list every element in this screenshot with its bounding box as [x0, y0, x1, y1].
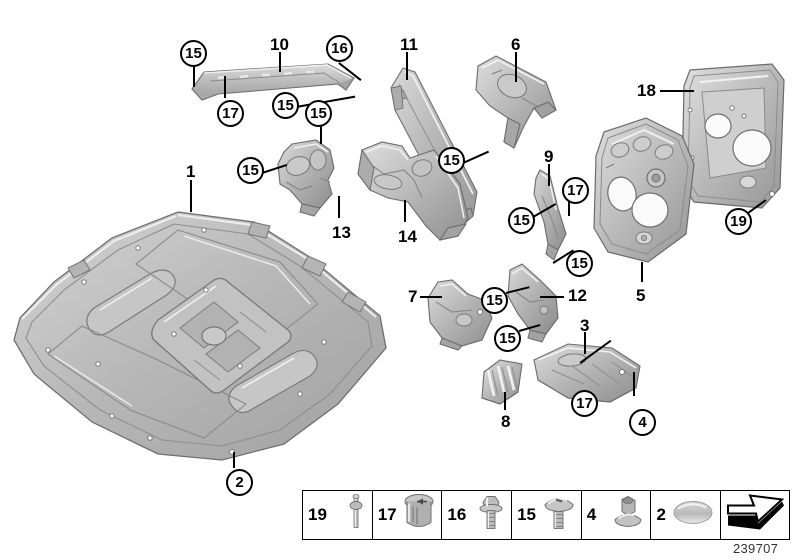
oval-cap-icon: [672, 498, 714, 533]
part-13-wheel-arch-insulation-left: [272, 138, 350, 218]
callout-15-f[interactable]: 15: [508, 207, 535, 234]
leader-2: [233, 452, 235, 468]
legend-cell-2[interactable]: 2: [651, 491, 722, 539]
callout-7[interactable]: 7: [408, 287, 418, 306]
direction-arrow-icon: [724, 492, 786, 539]
leader-4: [633, 372, 635, 396]
callout-12[interactable]: 12: [568, 286, 587, 305]
part-6-bulkhead-insulation: [468, 52, 564, 164]
legend-cell-19[interactable]: 19: [303, 491, 373, 539]
legend-number-17: 17: [377, 505, 397, 524]
legend-number-19: 19: [308, 505, 327, 524]
pan-head-screw-icon: [543, 493, 575, 538]
callout-18[interactable]: 18: [637, 81, 656, 100]
callout-15-e[interactable]: 15: [438, 147, 465, 174]
callout-16[interactable]: 16: [326, 35, 353, 62]
callout-2[interactable]: 2: [226, 469, 253, 496]
legend-number-4: 4: [586, 505, 597, 524]
callout-14[interactable]: 14: [398, 227, 417, 246]
legend-cell-17[interactable]: 17: [373, 491, 443, 539]
part-1-engine-compartment-shielding: [8, 208, 392, 470]
legend-cell-16[interactable]: 16: [442, 491, 513, 539]
callout-15-d[interactable]: 15: [237, 157, 264, 184]
leader-6: [515, 52, 517, 82]
callout-3[interactable]: 3: [580, 316, 590, 335]
leader-11: [406, 52, 408, 80]
legend-number-16: 16: [447, 505, 467, 524]
hex-bolt-icon: [477, 493, 505, 538]
leader-3: [584, 332, 586, 354]
callout-13[interactable]: 13: [332, 223, 351, 242]
callout-4[interactable]: 4: [629, 409, 656, 436]
leader-8: [504, 392, 506, 410]
callout-5[interactable]: 5: [636, 286, 646, 305]
callout-17-b[interactable]: 17: [562, 177, 589, 204]
callout-1[interactable]: 1: [186, 162, 196, 181]
part-5-firewall-insulation-inner: [586, 116, 702, 266]
callout-15-b[interactable]: 15: [272, 92, 299, 119]
leader-9: [548, 164, 550, 186]
legend-cell-direction: [721, 491, 789, 539]
part-12-engine-support-insulation-right: [500, 262, 568, 344]
callout-17-c[interactable]: 17: [571, 390, 598, 417]
callout-15-c[interactable]: 15: [305, 100, 332, 127]
leader-1: [190, 180, 192, 212]
leader-15a: [193, 67, 195, 87]
leader-13: [338, 196, 340, 218]
callout-15-i[interactable]: 15: [494, 325, 521, 352]
expanding-nut-icon: [403, 493, 435, 538]
legend-cell-15[interactable]: 15: [512, 491, 582, 539]
leader-10: [279, 52, 281, 72]
leader-18: [660, 90, 694, 92]
part-8-ribbed-insulation-block: [480, 358, 526, 406]
leader-17a: [224, 76, 226, 98]
leader-12: [540, 296, 564, 298]
callout-19[interactable]: 19: [725, 208, 752, 235]
legend-number-2: 2: [656, 505, 666, 524]
callout-11[interactable]: 11: [400, 35, 418, 54]
leader-15c: [320, 116, 322, 144]
legend-cell-4[interactable]: 4: [582, 491, 652, 539]
callout-8[interactable]: 8: [501, 412, 511, 431]
part-3-lower-rear-insulation-cover: [528, 340, 646, 408]
legend-number-15: 15: [517, 505, 536, 524]
callout-6[interactable]: 6: [511, 35, 521, 54]
part-10-upper-front-insulation: [188, 62, 358, 116]
callout-9[interactable]: 9: [544, 147, 554, 166]
callout-15-g[interactable]: 15: [566, 250, 593, 277]
fastener-legend: 19 17: [302, 490, 790, 540]
leader-7: [420, 296, 442, 298]
callout-15-h[interactable]: 15: [481, 287, 508, 314]
callout-17-a[interactable]: 17: [217, 100, 244, 127]
leader-14: [404, 200, 406, 222]
flange-nut-icon: [612, 494, 644, 537]
leader-17b: [568, 194, 570, 216]
drawing-number: 239707: [733, 541, 779, 556]
leader-5: [641, 262, 643, 282]
rivet-icon: [346, 494, 366, 537]
part-7-engine-support-insulation-left: [422, 278, 502, 351]
callout-15-a[interactable]: 15: [180, 40, 207, 67]
callout-10[interactable]: 10: [270, 35, 289, 54]
